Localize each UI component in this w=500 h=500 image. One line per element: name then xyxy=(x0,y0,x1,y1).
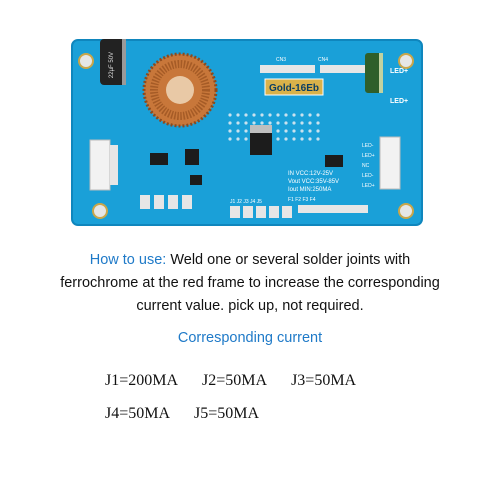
svg-text:LED+: LED+ xyxy=(362,153,375,159)
svg-text:LED+: LED+ xyxy=(390,68,408,75)
instruction-line-2: ferrochrome at the red frame to increase… xyxy=(60,275,440,291)
svg-text:Iout MIN:250MA: Iout MIN:250MA xyxy=(288,187,331,193)
jumper-row-2: J4=50MA J5=50MA xyxy=(105,405,279,423)
svg-text:Gold-16Eb: Gold-16Eb xyxy=(269,83,319,94)
svg-text:LED-: LED- xyxy=(362,143,374,149)
instruction-line-3: current value. pick up, not required. xyxy=(136,298,364,314)
mounting-holes xyxy=(78,53,414,219)
svg-text:J1 J2 J3 J4 J5: J1 J2 J3 J4 J5 xyxy=(230,199,262,205)
svg-text:Vout VCC:35V-85V: Vout VCC:35V-85V xyxy=(288,179,339,185)
svg-text:CN4: CN4 xyxy=(318,57,328,63)
capacitor-right: LED+ LED+ xyxy=(365,53,408,105)
pcb-board-photo: 22µF 50V Gold-16Eb CN3 CN4 LED+ LED+ LED… xyxy=(71,39,423,226)
model-label: Gold-16Eb xyxy=(264,78,324,96)
jumper-pads: J1 J2 J3 J4 J5 F1 F2 F3 F4 xyxy=(140,195,368,218)
jumper-j2: J2=50MA xyxy=(202,372,268,389)
jumper-j1: J1=200MA xyxy=(105,372,179,389)
svg-text:22µF 50V: 22µF 50V xyxy=(109,52,115,78)
input-connector xyxy=(89,139,118,191)
led-connector: LED- LED+ NC LED- LED+ xyxy=(362,136,401,190)
jumper-j3: J3=50MA xyxy=(291,372,357,389)
spec-silkscreen: IN VCC:12V-25V Vout VCC:35V-85V Iout MIN… xyxy=(288,171,339,193)
how-to-use-label: How to use: xyxy=(89,252,167,268)
jumper-j5: J5=50MA xyxy=(194,405,260,422)
toroid-inductor xyxy=(142,52,218,128)
svg-text:CN3: CN3 xyxy=(276,57,286,63)
svg-text:LED+: LED+ xyxy=(362,183,375,189)
instruction-text-1: Weld one or several solder joints with xyxy=(166,252,411,268)
corresponding-current-title: Corresponding current xyxy=(177,330,323,346)
top-connectors: CN3 CN4 xyxy=(260,57,365,73)
svg-text:LED-: LED- xyxy=(362,173,374,179)
ic-chips xyxy=(150,125,343,185)
svg-text:LED+: LED+ xyxy=(390,98,408,105)
svg-text:NC: NC xyxy=(362,163,370,169)
svg-text:F1 F2 F3 F4: F1 F2 F3 F4 xyxy=(288,197,316,203)
jumper-j4: J4=50MA xyxy=(105,405,171,422)
capacitor-left: 22µF 50V xyxy=(100,39,126,85)
svg-text:IN VCC:12V-25V: IN VCC:12V-25V xyxy=(288,171,333,177)
instruction-line-1: How to use: Weld one or several solder j… xyxy=(0,252,500,268)
jumper-row-1: J1=200MA J2=50MA J3=50MA xyxy=(105,372,376,390)
